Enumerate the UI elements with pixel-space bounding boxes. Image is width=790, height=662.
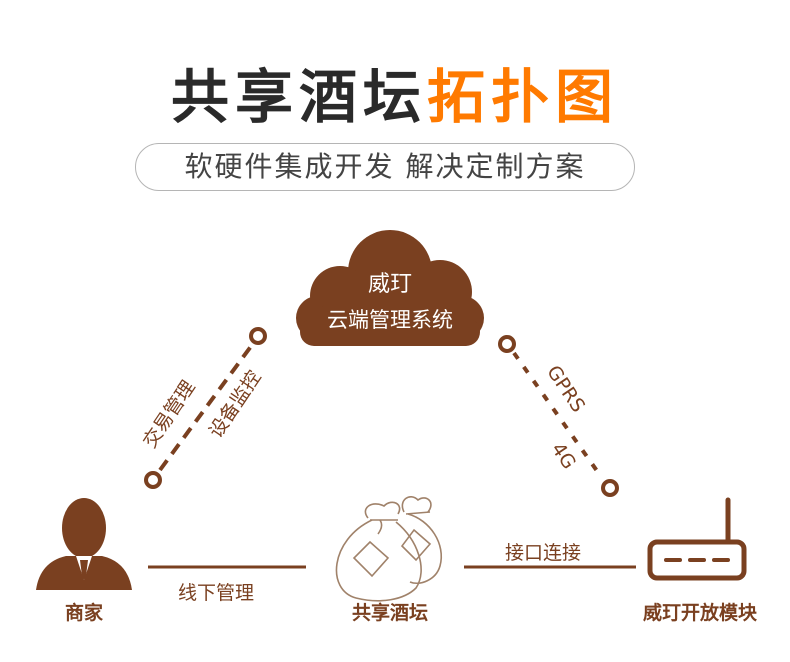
page-title: 共享酒坛拓扑图 [0, 62, 790, 132]
node-label-wine-jar: 共享酒坛 [351, 602, 428, 624]
node-label-merchant: 商家 [64, 602, 103, 624]
link-label-offline: 线下管理 [178, 582, 255, 604]
wine-jar-icon [335, 496, 443, 602]
link-label-interface: 接口连接 [505, 542, 582, 564]
cloud-subtitle: 云端管理系统 [327, 308, 453, 332]
title-main: 共享酒坛 [170, 63, 427, 131]
title-accent: 拓扑图 [427, 63, 620, 131]
router-icon [647, 497, 747, 581]
cloud-icon [296, 230, 484, 346]
subtitle-pill: 软硬件集成开发 解决定制方案 [135, 143, 635, 191]
person-icon [36, 498, 132, 590]
right-connector [498, 335, 619, 497]
node-label-module: 威玎开放模块 [642, 602, 757, 624]
cloud-title: 威玎 [367, 272, 412, 297]
left-connector [144, 327, 267, 489]
